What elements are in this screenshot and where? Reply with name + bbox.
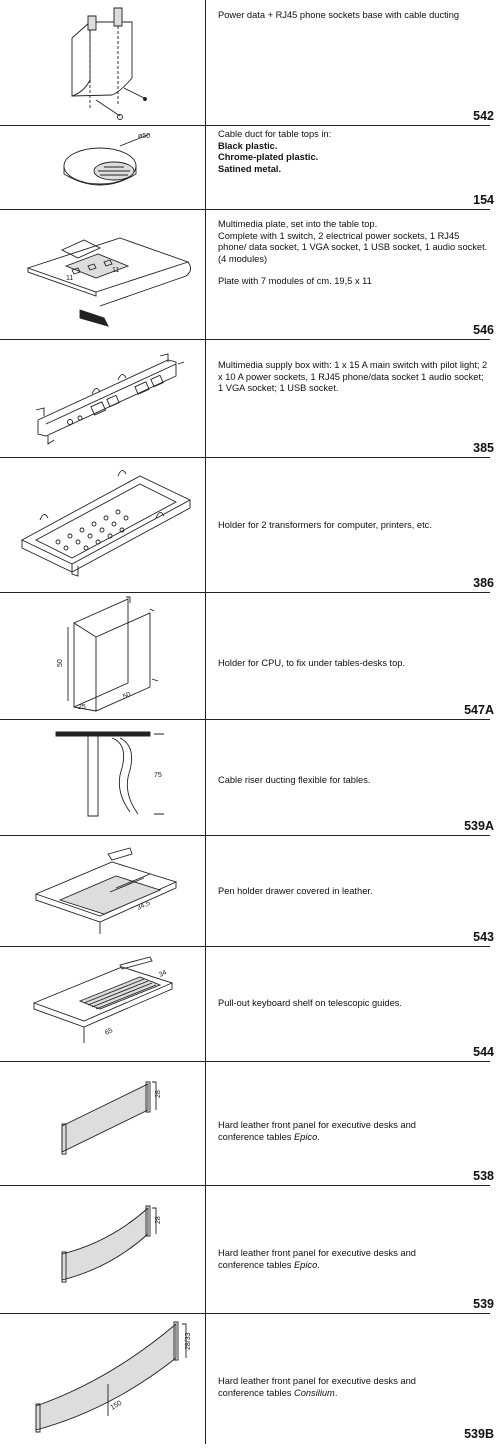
- catalog-row-539A: 75 539A Cable riser ducting flexible for…: [0, 720, 500, 836]
- product-description: Pen holder drawer covered in leather.: [218, 886, 373, 896]
- svg-text:150: 150: [110, 1400, 124, 1412]
- product-description: Hard leather front panel for executive d…: [218, 1120, 416, 1142]
- svg-text:11: 11: [66, 275, 73, 282]
- catalog-row-544: 34 65 544 Pull-out keyboard shelf on tel…: [0, 947, 500, 1062]
- catalog-row-542: 542 Power data + RJ45 phone sockets base…: [0, 0, 500, 126]
- product-description: Holder for 2 transformers for computer, …: [218, 520, 432, 530]
- product-description: Pull-out keyboard shelf on telescopic gu…: [218, 998, 402, 1008]
- product-code: 544: [473, 1045, 494, 1059]
- product-image-543: 34,5: [0, 836, 205, 947]
- product-code: 546: [473, 323, 494, 337]
- product-image-386: [0, 458, 205, 593]
- product-code: 386: [473, 576, 494, 590]
- product-image-539: 28: [0, 1186, 205, 1314]
- product-image-546: 11 11: [0, 210, 205, 340]
- catalog-row-539: 28 539 Hard leather front panel for exec…: [0, 1186, 500, 1314]
- product-description: Cable duct for table tops in: Black plas…: [218, 129, 332, 174]
- catalog-row-385: 385 Multimedia supply box with: 1 x 15 A…: [0, 340, 500, 458]
- product-description: Cable riser ducting flexible for tables.: [218, 775, 371, 785]
- product-image-154: ø50: [0, 126, 205, 210]
- product-description: Hard leather front panel for executive d…: [218, 1376, 416, 1398]
- product-code: 538: [473, 1169, 494, 1183]
- product-code: 539B: [464, 1427, 494, 1441]
- svg-text:75: 75: [154, 772, 162, 779]
- product-image-539B: 28/33 150: [0, 1314, 205, 1444]
- product-image-538: 28: [0, 1062, 205, 1186]
- catalog-row-386: 386 Holder for 2 transformers for comput…: [0, 458, 500, 593]
- svg-text:50: 50: [57, 659, 64, 667]
- svg-text:34: 34: [158, 969, 168, 979]
- product-description: Multimedia plate, set into the table top…: [218, 219, 488, 287]
- product-code: 154: [473, 193, 494, 207]
- svg-text:34,5: 34,5: [136, 900, 151, 912]
- product-code: 543: [473, 930, 494, 944]
- catalog-row-154: ø50 154 Cable duct for table tops in: Bl…: [0, 126, 500, 210]
- svg-text:28: 28: [155, 1090, 162, 1098]
- product-description: Holder for CPU, to fix under tables-desk…: [218, 658, 406, 668]
- product-code: 542: [473, 109, 494, 123]
- svg-text:50: 50: [122, 691, 132, 701]
- product-image-539A: 75: [0, 720, 205, 836]
- product-description: Hard leather front panel for executive d…: [218, 1248, 416, 1270]
- svg-text:65: 65: [104, 1027, 114, 1037]
- product-image-542: [0, 0, 205, 126]
- product-code: 547A: [464, 703, 494, 717]
- product-code: 539A: [464, 819, 494, 833]
- catalog-row-539B: 28/33 150 539B Hard leather front panel …: [0, 1314, 500, 1444]
- catalog-row-543: 34,5 543 Pen holder drawer covered in le…: [0, 836, 500, 947]
- product-image-544: 34 65: [0, 947, 205, 1062]
- product-code: 385: [473, 441, 494, 455]
- product-description: Power data + RJ45 phone sockets base wit…: [218, 10, 460, 20]
- svg-text:11: 11: [112, 267, 119, 274]
- svg-text:28: 28: [155, 1216, 162, 1224]
- diameter-label: ø50: [138, 133, 150, 140]
- product-code: 539: [473, 1297, 494, 1311]
- product-description: Multimedia supply box with: 1 x 15 A mai…: [218, 360, 488, 394]
- catalog-row-538: 28 538 Hard leather front panel for exec…: [0, 1062, 500, 1186]
- catalog-row-546: 11 11 546 Multimedia plate, set into the…: [0, 210, 500, 340]
- catalog-row-547A: 50 25 50 547A Holder for CPU, to fix und…: [0, 593, 500, 720]
- product-image-385: [0, 340, 205, 458]
- svg-text:25: 25: [78, 704, 86, 711]
- product-image-547A: 50 25 50: [0, 593, 205, 720]
- svg-text:28/33: 28/33: [185, 1332, 192, 1350]
